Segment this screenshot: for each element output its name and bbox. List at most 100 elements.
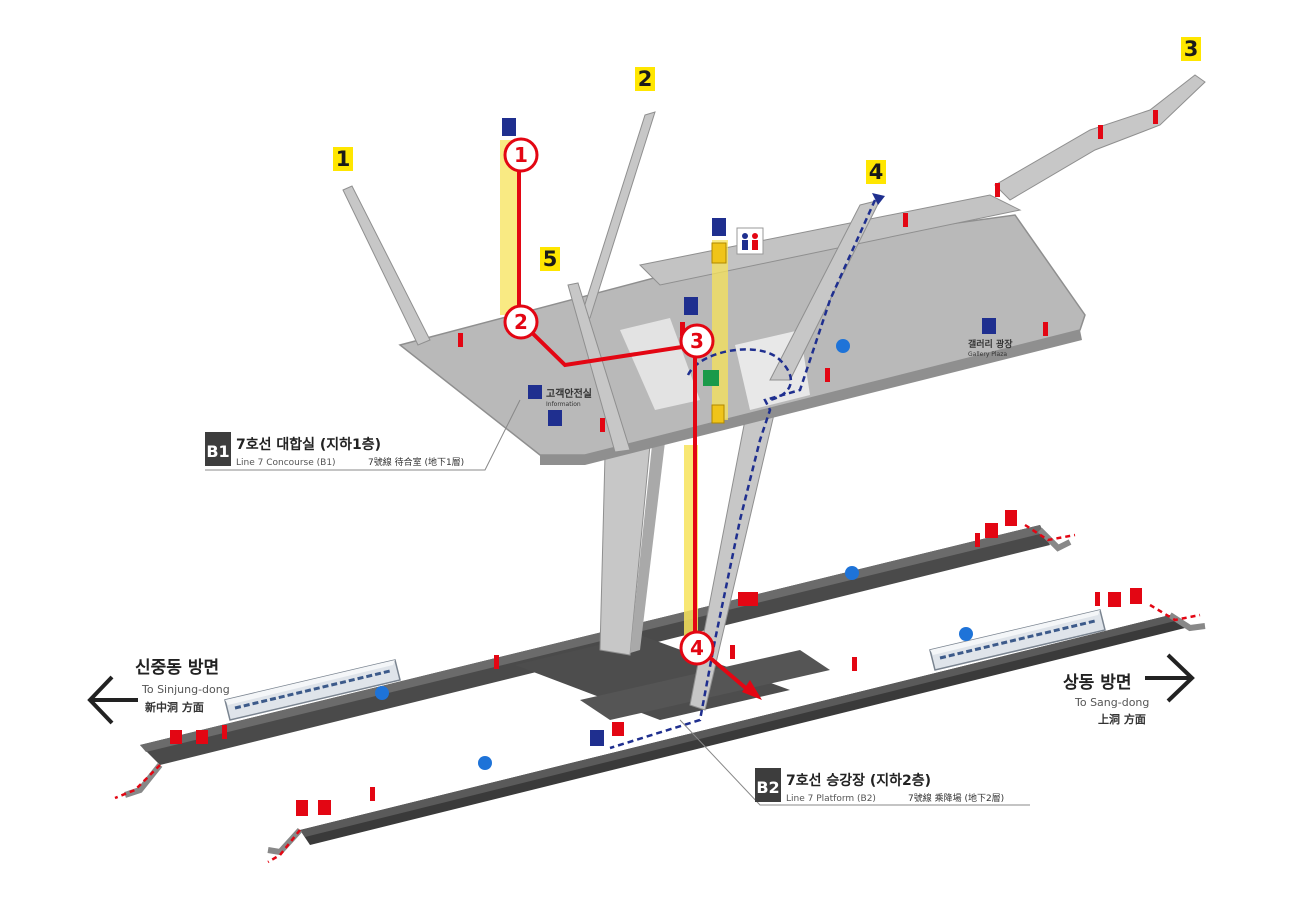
route-step-1: 1 — [503, 137, 539, 173]
info-icon — [528, 385, 542, 399]
emergency-exit-icon — [1108, 588, 1142, 607]
exit-1-corridor — [342, 185, 431, 346]
restroom-icon — [736, 227, 764, 255]
exit-tag-2: 2 — [635, 67, 655, 91]
gallery-label-en: Gallery Plaza — [968, 351, 1007, 358]
locker-icon — [711, 404, 725, 424]
marker-post — [730, 645, 735, 659]
route-step-4: 4 — [679, 630, 715, 666]
exit-5-corridor — [567, 282, 631, 453]
platform-title-zh: 7號線 乘降場 (地下2層) — [908, 792, 1004, 804]
train-left — [224, 659, 401, 721]
stair-right-upper — [1037, 527, 1072, 552]
concourse-opening — [620, 318, 700, 410]
direction-right-zh: 上洞 方面 — [1098, 712, 1146, 726]
accessible-route-loop — [686, 348, 792, 402]
concourse-label: B1 7호선 대합실 (지하1층) Line 7 Concourse (B1) … — [205, 432, 464, 468]
route-step-4-label: 4 — [690, 636, 704, 660]
exit-tag-5: 5 — [540, 247, 560, 271]
emergency-exit-path-1 — [114, 764, 161, 800]
stair-left-lower — [124, 763, 163, 798]
gallery-label: 갤러리 광장 — [968, 338, 1013, 350]
emergency-exit-icon — [985, 510, 1017, 538]
exit-tag-4: 4 — [866, 160, 886, 184]
marker-post — [1153, 110, 1158, 124]
direction-right-en: To Sang-dong — [1074, 696, 1149, 709]
elevator-icon — [684, 297, 698, 315]
marker-post — [370, 787, 375, 801]
marker-post — [494, 655, 499, 669]
direction-left-zh: 新中洞 方面 — [145, 700, 204, 714]
exit-tag-2-label: 2 — [638, 67, 653, 91]
exit-tag-5-label: 5 — [543, 247, 558, 271]
marker-post — [222, 725, 227, 739]
customer-center-label: 고객안전실 — [546, 387, 592, 400]
accessibility-icon — [836, 339, 850, 353]
gallery-icon — [982, 318, 996, 334]
elevator-icon — [712, 218, 726, 236]
route-step-2-label: 2 — [514, 310, 528, 334]
marker-post — [1095, 592, 1100, 606]
accessibility-icon — [478, 756, 492, 770]
elevator-icon — [502, 118, 516, 136]
train-right — [929, 609, 1106, 671]
elevator-shaft-concourse — [712, 240, 728, 420]
emergency-exit-path-3 — [1149, 603, 1201, 622]
platform-title-en: Line 7 Platform (B2) — [786, 794, 876, 804]
accessible-route-arrow — [872, 193, 885, 205]
marker-post — [825, 368, 830, 382]
marker-post — [612, 722, 624, 736]
first-aid-icon — [703, 370, 719, 386]
platform-leader-line — [679, 719, 1030, 806]
direction-right-ko: 상동 방면 — [1063, 673, 1131, 693]
stairwells — [599, 409, 776, 711]
marker-post — [680, 322, 685, 336]
emergency-exit-icon — [296, 800, 331, 816]
stairwell-mid — [630, 442, 665, 653]
exit-tag-3: 3 — [1181, 37, 1201, 61]
concourse-back-corridor — [638, 194, 1022, 286]
accessibility-icon — [959, 627, 973, 641]
exit-tag-4-label: 4 — [869, 160, 884, 184]
emergency-exit-icon — [170, 730, 208, 744]
direction-left-ko: 신중동 방면 — [135, 658, 219, 678]
platform-level — [114, 510, 1206, 864]
marker-post — [852, 657, 857, 671]
concourse-tag: B1 — [206, 442, 229, 461]
elevator-shaft-exit — [500, 140, 518, 315]
wheelchair-icon — [548, 410, 562, 426]
marker-post — [975, 533, 980, 547]
route-step-2: 2 — [503, 304, 539, 340]
route-step-3: 3 — [679, 323, 715, 359]
exit-tag-1-label: 1 — [336, 147, 351, 171]
marker-post — [600, 418, 605, 432]
platform-central-hall — [515, 635, 790, 720]
marker-post — [1043, 322, 1048, 336]
exit-tag-3-label: 3 — [1184, 37, 1199, 61]
concourse-leader-line — [205, 399, 521, 471]
customer-center-label-en: Information — [546, 401, 581, 408]
concourse-level — [342, 74, 1206, 645]
emergency-exit-icon — [738, 592, 758, 606]
marker-post — [995, 183, 1000, 197]
route-step-3-label: 3 — [690, 329, 704, 353]
platform-title-ko: 7호선 승강장 (지하2층) — [786, 772, 931, 789]
marker-post — [903, 213, 908, 227]
concourse-title-en: Line 7 Concourse (B1) — [236, 458, 336, 468]
platform-tag: B2 — [756, 778, 779, 797]
exit-2-corridor — [579, 111, 656, 321]
marker-post — [458, 333, 463, 347]
direction-left: 신중동 방면 To Sinjung-dong 新中洞 方面 — [87, 658, 230, 725]
platform-lower-track-top — [300, 615, 1175, 837]
exit-tag-1: 1 — [333, 147, 353, 171]
direction-right: 상동 방면 To Sang-dong 上洞 方面 — [1063, 653, 1195, 726]
platform-upper-track-top — [140, 525, 1044, 752]
concourse-floor-edge — [540, 330, 1082, 465]
stair-bottom-left — [267, 827, 303, 856]
accessibility-icon — [375, 686, 389, 700]
emergency-exit-path-4 — [267, 829, 301, 864]
marker-post — [1098, 125, 1103, 139]
accessibility-icon — [845, 566, 859, 580]
